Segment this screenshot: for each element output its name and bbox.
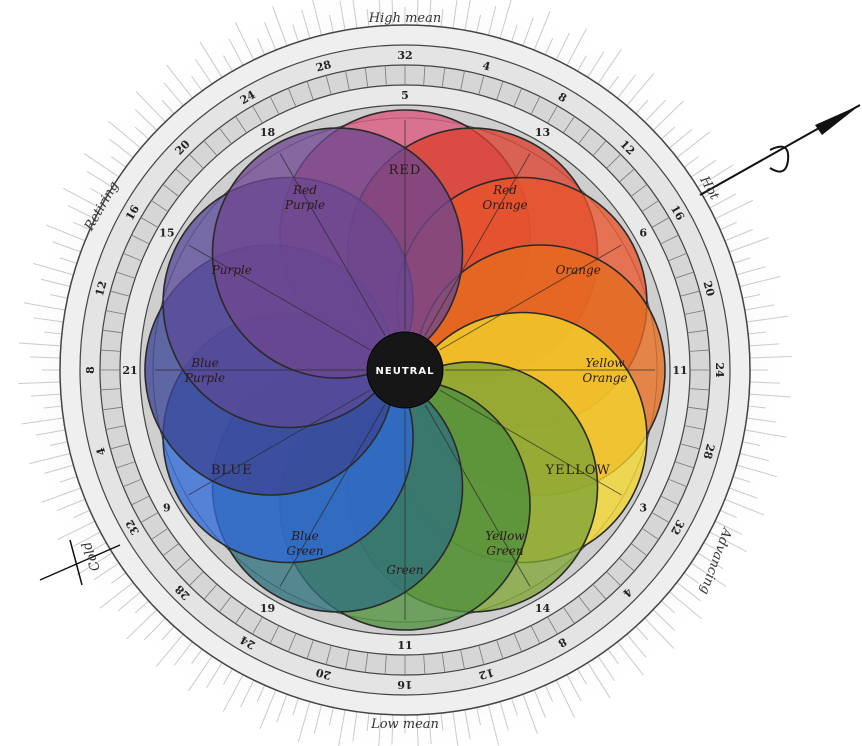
neutral-label: NEUTRAL (376, 366, 435, 377)
inner-number: 9 (163, 502, 171, 515)
inner-number: 11 (397, 639, 412, 652)
inner-number: 14 (535, 602, 551, 615)
label-low-mean: Low mean (370, 717, 439, 732)
inner-number: 21 (122, 364, 137, 377)
hue-label-blue-green: BlueGreen (286, 529, 323, 558)
inner-number: 11 (672, 364, 687, 377)
outer-number: 8 (84, 366, 97, 374)
inner-number: 5 (401, 89, 409, 102)
outer-number: 32 (397, 49, 412, 62)
hue-label-yellow: YELLOW (545, 463, 611, 478)
hue-label-green: Green (386, 563, 423, 577)
hue-label-purple: Purple (211, 263, 252, 277)
hue-label-orange: Orange (556, 263, 601, 277)
inner-number: 13 (535, 126, 550, 139)
inner-number: 19 (260, 602, 275, 615)
outer-number: 16 (397, 678, 413, 691)
inner-number: 18 (260, 126, 276, 139)
arrow-pointer (700, 105, 860, 195)
hue-label-yellow-green: YellowGreen (485, 529, 525, 558)
label-high-mean: High mean (368, 11, 441, 26)
inner-number: 3 (639, 502, 647, 515)
outer-number: 24 (713, 362, 726, 378)
hue-label-red: RED (389, 163, 422, 178)
inner-number: 6 (639, 227, 647, 240)
inner-number: 15 (159, 227, 174, 240)
hue-label-blue: BLUE (211, 463, 253, 478)
